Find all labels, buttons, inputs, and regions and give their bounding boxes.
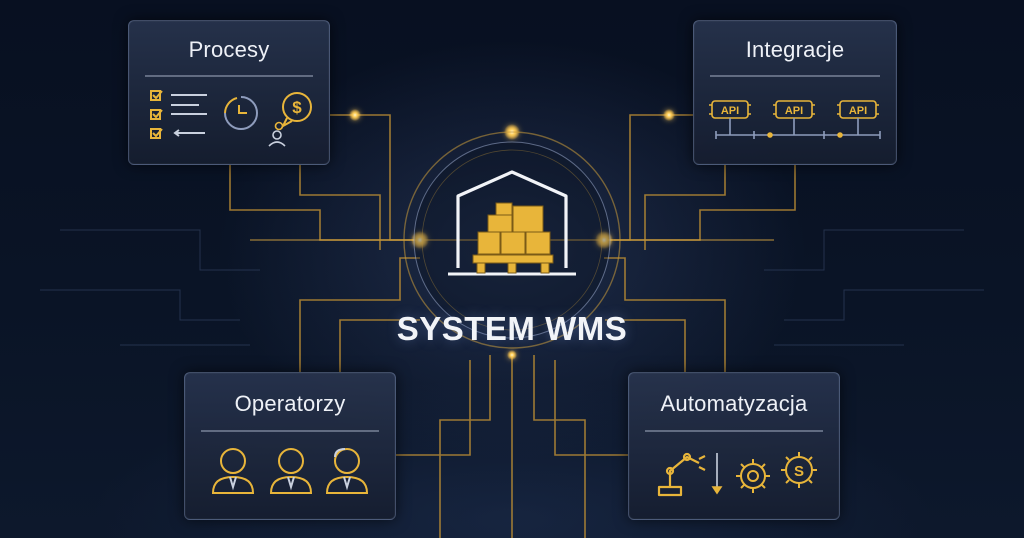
wire-procesy-c [299, 165, 381, 250]
api-badge-2: API [785, 105, 803, 117]
card-procesy-rule [145, 75, 313, 77]
card-operatorzy-title: Operatorzy [234, 391, 346, 416]
dollar-gear-icon: S [781, 452, 817, 488]
card-procesy-title: Procesy [188, 37, 270, 62]
probe-icon [711, 453, 723, 495]
card-operatorzy-rule [201, 430, 379, 432]
operator-avatar-icon [325, 448, 369, 494]
clock-icon [224, 96, 258, 130]
wire-integracje-c [644, 165, 726, 250]
card-automatyzacja-rule [645, 430, 823, 432]
card-automatyzacja[interactable]: Automatyzacja S [628, 372, 840, 520]
gear-icon [736, 459, 770, 493]
dollar-bubble-icon: $ [280, 92, 312, 129]
card-procesy[interactable]: Procesy $ [128, 20, 330, 165]
person-pin-icon [268, 121, 286, 147]
warehouse-icon [448, 170, 576, 276]
card-operatorzy[interactable]: Operatorzy [184, 372, 396, 520]
wire-bottom-right [533, 355, 586, 538]
wire-bottom-left [439, 355, 491, 538]
card-integracje[interactable]: Integracje API API API [693, 20, 897, 165]
wire-automatyzacja-c [605, 319, 686, 372]
card-integracje-title: Integracje [745, 37, 845, 62]
svg-text:$: $ [292, 98, 302, 117]
checklist-icon [150, 90, 207, 139]
svg-text:S: S [794, 463, 804, 480]
system-wms-label: SYSTEM WMS [396, 310, 628, 347]
wire-operatorzy-c [339, 319, 420, 372]
operator-avatar-icon [269, 448, 313, 494]
operator-avatar-icon [211, 448, 255, 494]
card-automatyzacja-title: Automatyzacja [660, 391, 808, 416]
api-badge-1: API [721, 105, 739, 117]
robot-arm-icon [657, 452, 706, 497]
wire-automatyzacja-b [554, 360, 628, 456]
wire-operatorzy-main [299, 257, 420, 372]
wire-operatorzy-b [396, 360, 471, 456]
api-badge-3: API [849, 105, 867, 117]
card-integracje-rule [710, 75, 880, 77]
